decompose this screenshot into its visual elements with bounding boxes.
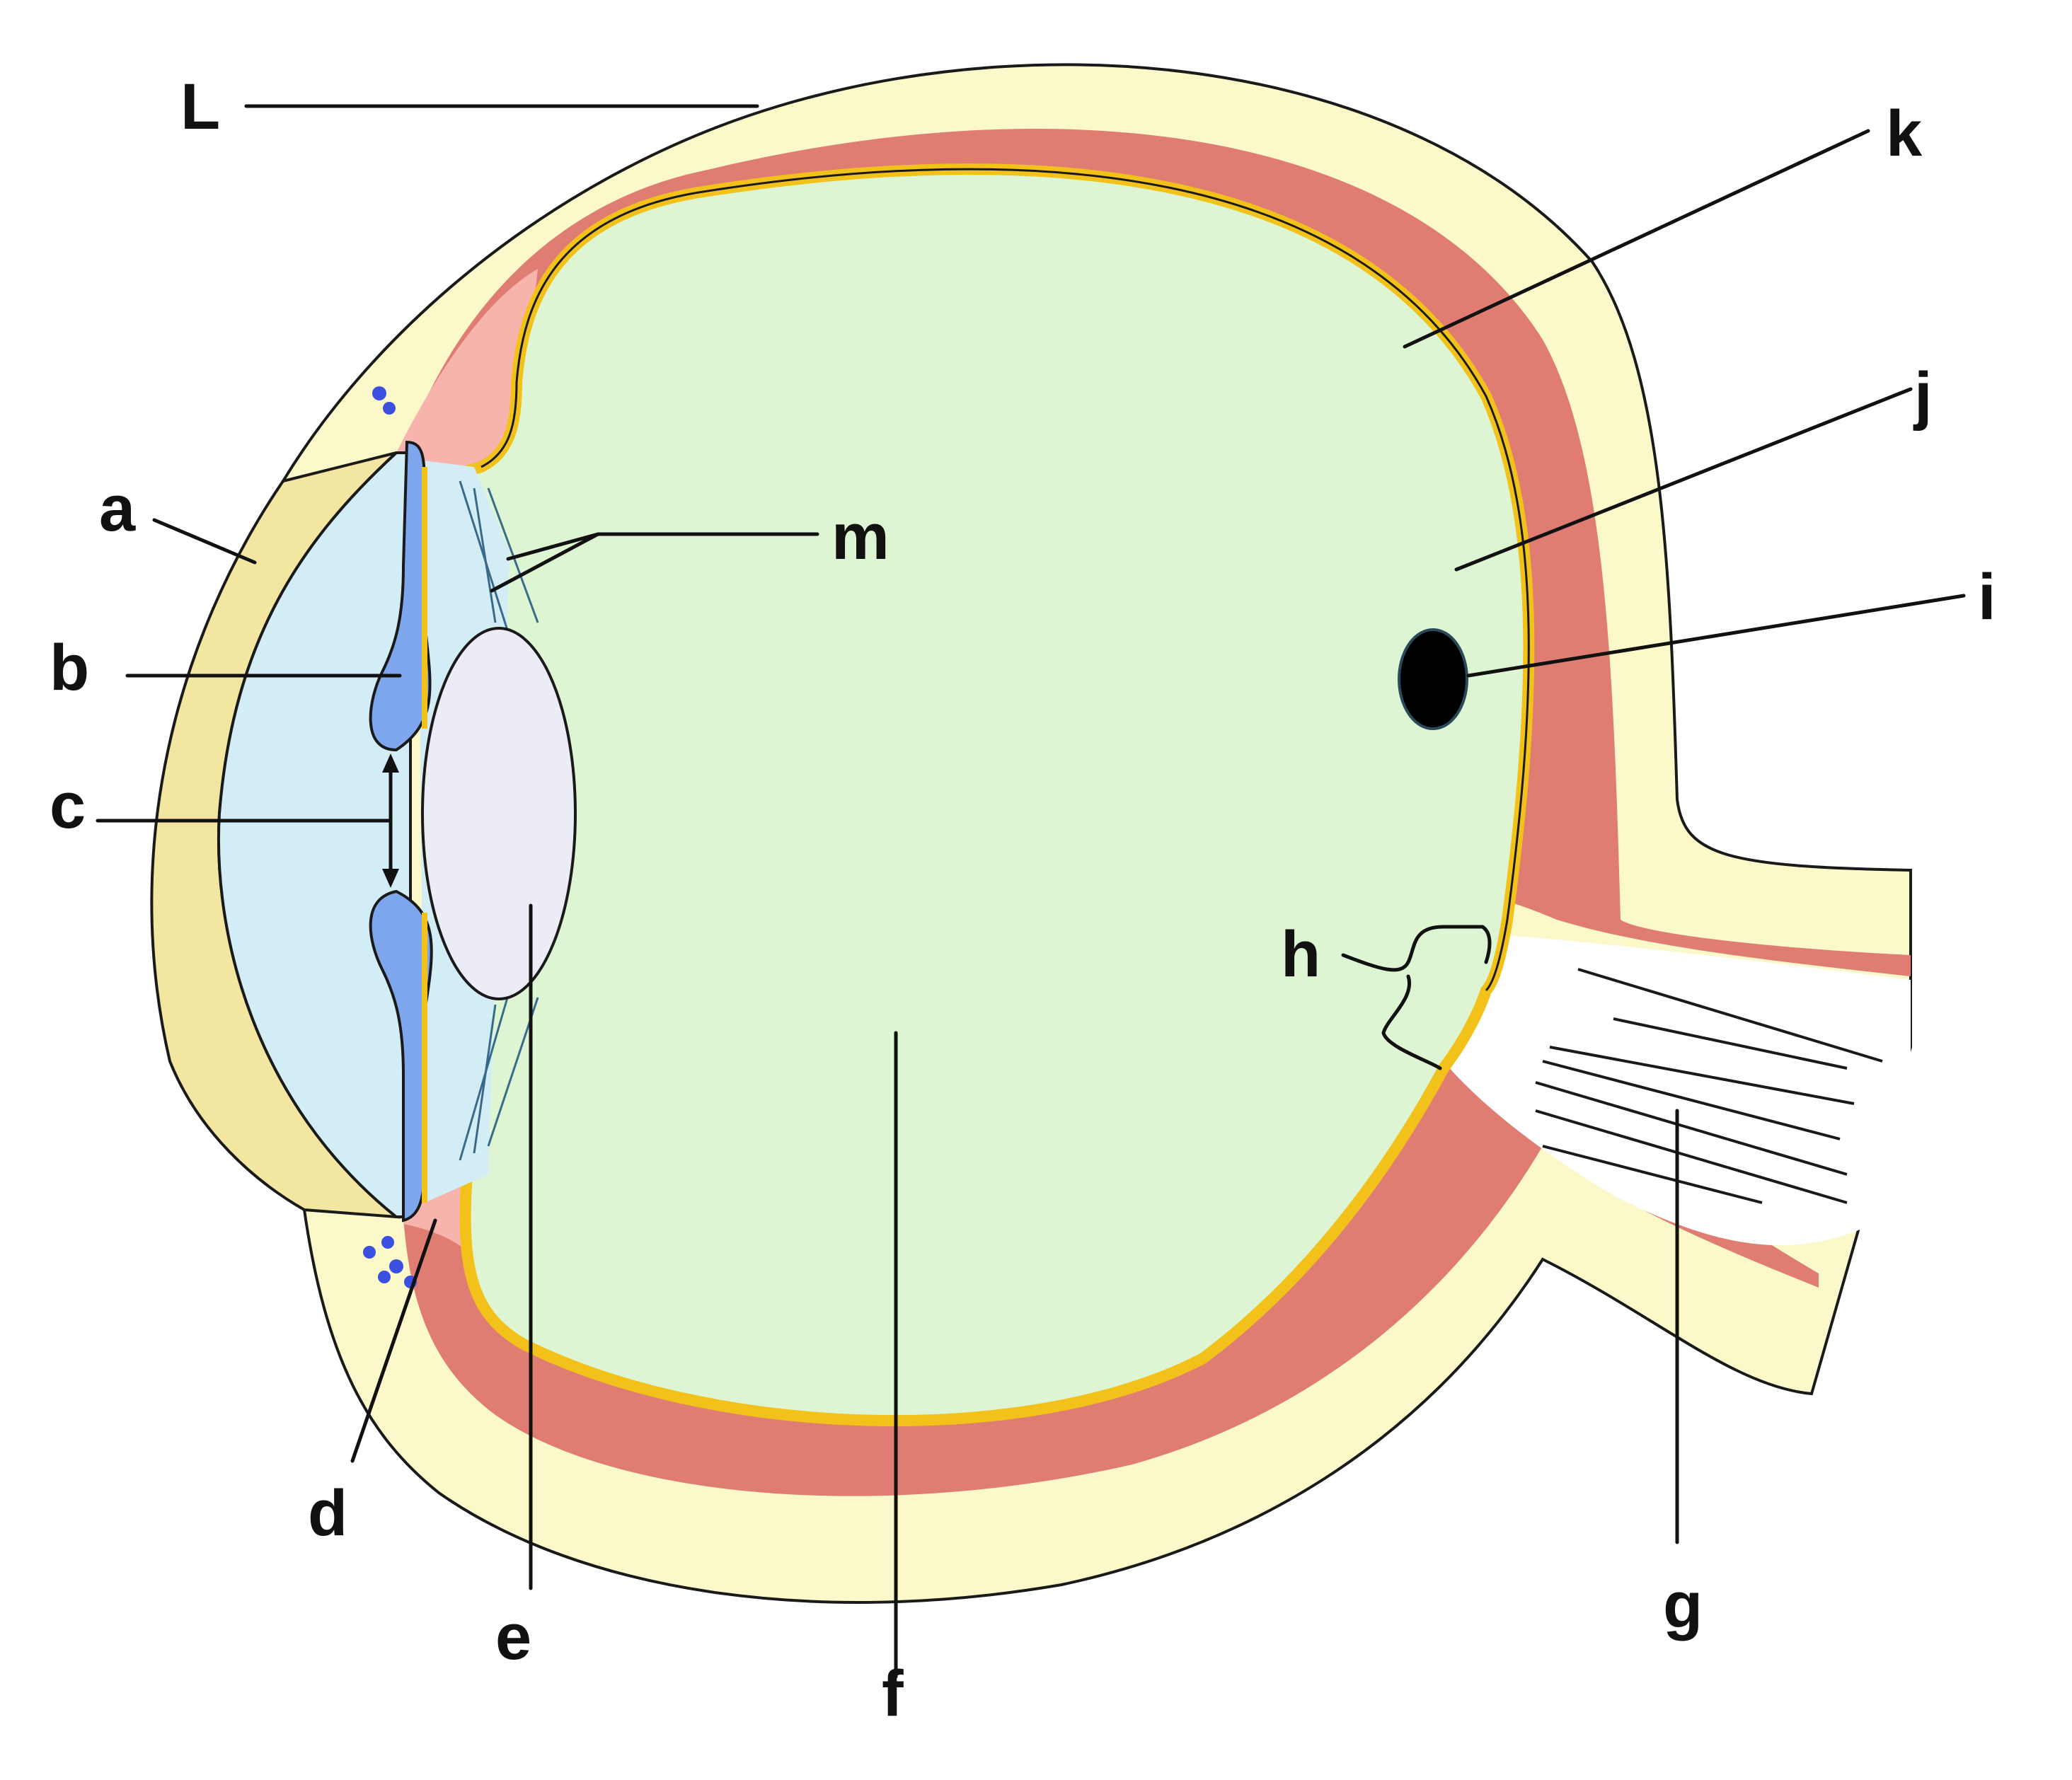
canal-of-schlemm-dots <box>363 386 417 1288</box>
suspensory-ligaments <box>459 480 539 1161</box>
leader-h <box>1341 925 1492 1070</box>
optic-nerve-fibres <box>1535 968 1883 1204</box>
label-e: e <box>495 1601 531 1673</box>
leader-m <box>490 532 819 593</box>
leader-d <box>350 1218 437 1463</box>
label-f: f <box>882 1658 904 1730</box>
lens <box>421 627 577 1000</box>
aqueous-humour <box>217 451 412 1218</box>
iris-lower <box>369 889 433 1223</box>
label-a: a <box>99 473 136 545</box>
fovea-dot <box>1398 628 1468 730</box>
leader-i <box>1466 594 1966 678</box>
retina-outline <box>480 168 1530 992</box>
labels: L a b c d e f g h i j k m <box>50 71 1996 1730</box>
leader-j <box>1454 387 1913 572</box>
label-d: d <box>308 1477 347 1549</box>
label-b: b <box>50 632 89 704</box>
leader-k <box>1403 129 1870 349</box>
ciliary-body-upper <box>396 269 538 481</box>
label-c: c <box>50 770 86 842</box>
leader-lines <box>96 104 1966 1679</box>
label-g: g <box>1663 1569 1703 1641</box>
label-m: m <box>831 501 890 573</box>
label-j: j <box>1913 359 1933 432</box>
leader-a <box>152 518 257 565</box>
optic-nerve <box>1444 934 1911 1246</box>
label-i: i <box>1978 561 1996 633</box>
label-k: k <box>1886 98 1923 170</box>
label-h: h <box>1281 918 1320 990</box>
label-L: L <box>180 71 220 143</box>
